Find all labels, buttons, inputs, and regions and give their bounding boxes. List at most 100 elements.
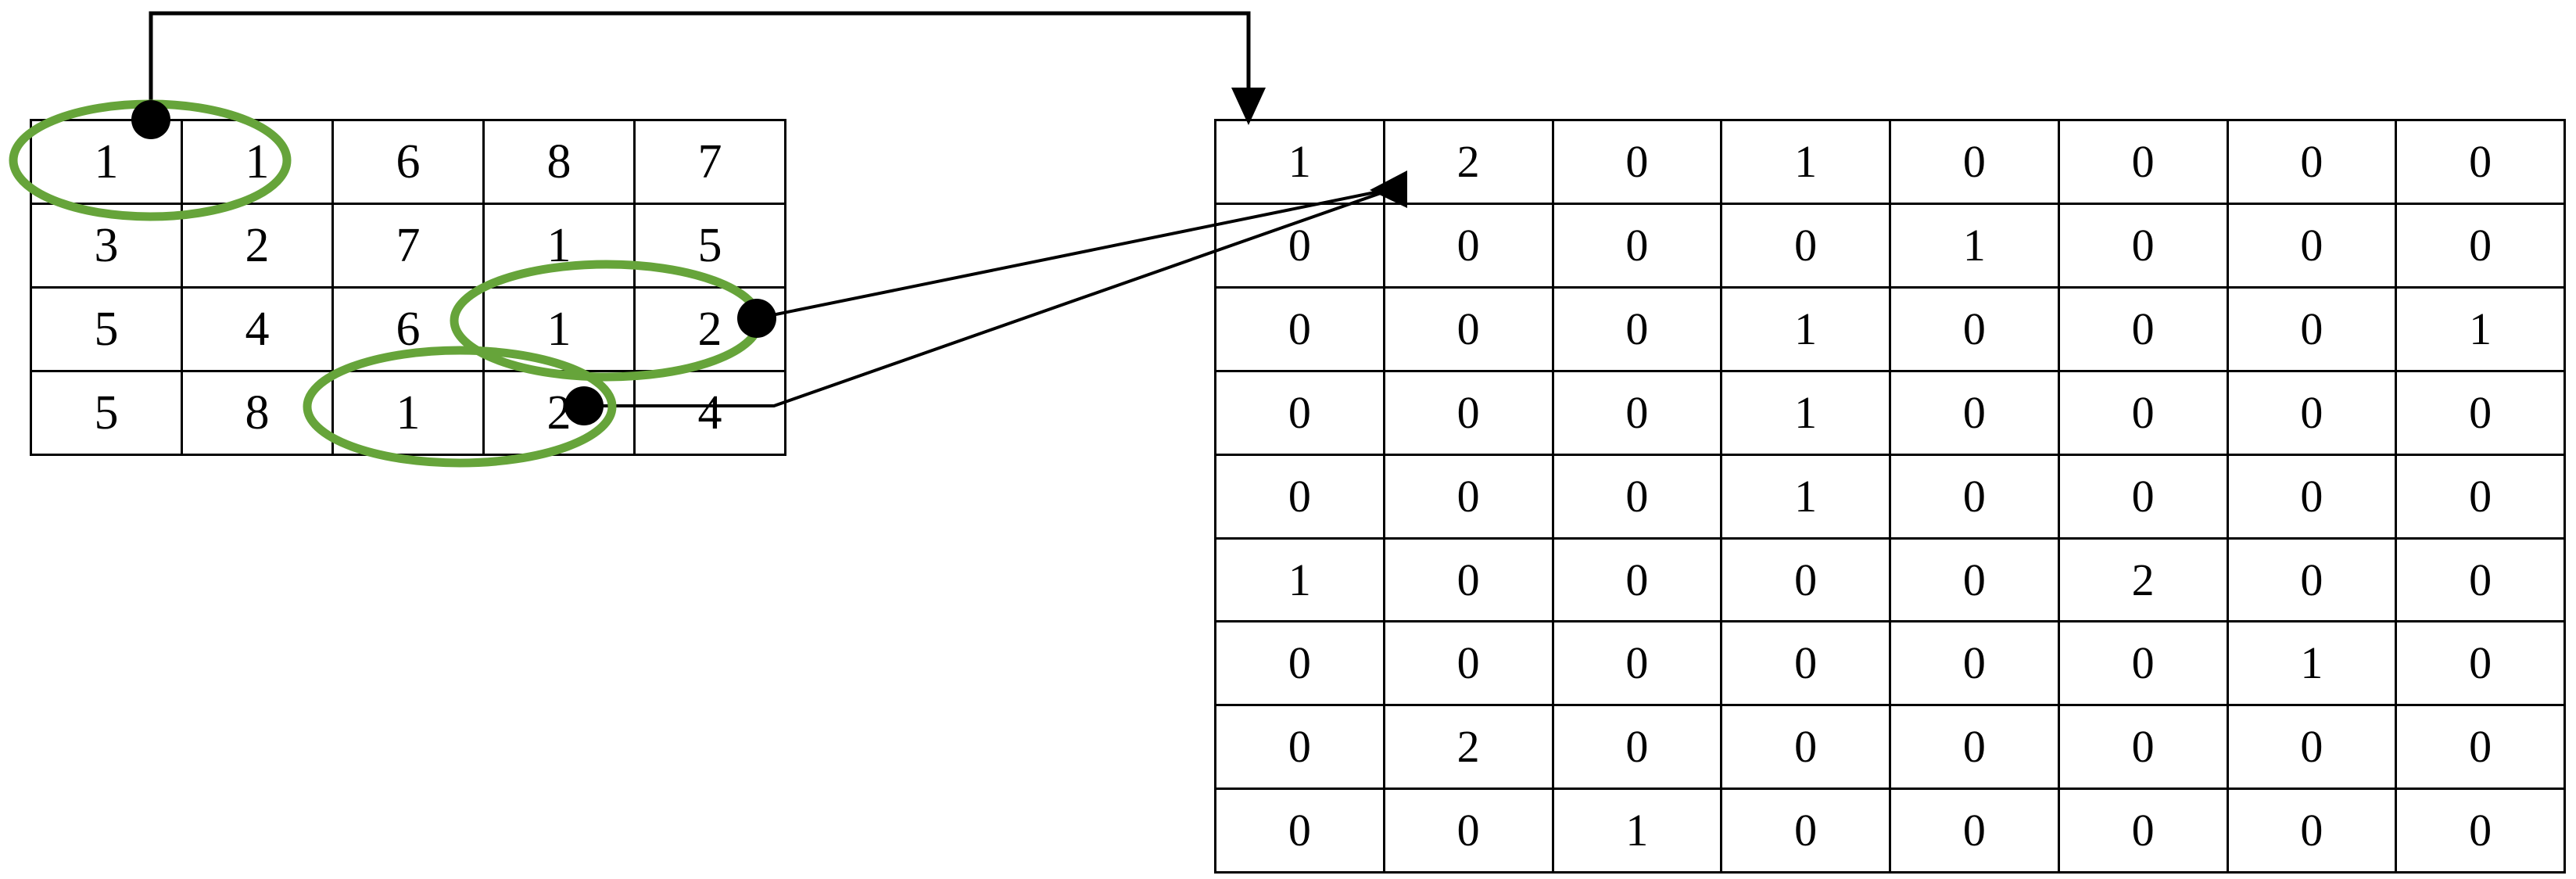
target-cell-r1c8: 0	[2395, 119, 2566, 205]
target-cell-r7c3: 0	[1551, 620, 1723, 707]
target-cell-r6c1: 1	[1214, 536, 1385, 623]
target-cell-r6c3: 0	[1551, 536, 1723, 623]
target-cell-r1c3: 0	[1551, 119, 1723, 205]
table-row: 0 0 0 1 0 0 0 0	[1214, 453, 2566, 540]
source-cell-r2c2: 2	[181, 203, 334, 289]
target-cell-r9c8: 0	[2395, 788, 2566, 874]
source-cell-r4c2: 8	[181, 370, 334, 456]
table-row: 1 0 0 0 0 2 0 0	[1214, 536, 2566, 623]
target-cell-r7c6: 0	[2057, 620, 2229, 707]
target-cell-r4c4: 1	[1720, 369, 1891, 456]
target-cell-r8c1: 0	[1214, 704, 1385, 791]
target-cell-r8c2: 2	[1382, 704, 1554, 791]
target-cell-r4c7: 0	[2226, 369, 2398, 456]
table-row: 0 0 1 0 0 0 0 0	[1214, 788, 2566, 874]
target-cell-r8c6: 0	[2057, 704, 2229, 791]
target-cell-r3c3: 0	[1551, 285, 1723, 372]
table-row: 0 0 0 0 0 0 1 0	[1214, 620, 2566, 707]
target-cell-r6c2: 0	[1382, 536, 1554, 623]
target-cell-r1c1: 1	[1214, 119, 1385, 205]
source-cell-r2c1: 3	[30, 203, 183, 289]
table-row: 0 0 0 1 0 0 0 0	[1214, 369, 2566, 456]
target-cell-r9c6: 0	[2057, 788, 2229, 874]
target-cell-r1c6: 0	[2057, 119, 2229, 205]
source-cell-r1c5: 7	[633, 119, 786, 205]
source-cell-r3c4: 1	[482, 286, 636, 372]
target-cell-r7c4: 0	[1720, 620, 1891, 707]
target-cell-r2c6: 0	[2057, 202, 2229, 289]
target-cell-r5c2: 0	[1382, 453, 1554, 540]
target-cell-r3c6: 0	[2057, 285, 2229, 372]
target-cell-r9c2: 0	[1382, 788, 1554, 874]
table-row: 3 2 7 1 5	[30, 203, 786, 289]
source-cell-r3c3: 6	[331, 286, 485, 372]
source-cell-r2c3: 7	[331, 203, 485, 289]
target-cell-r5c1: 0	[1214, 453, 1385, 540]
target-cell-r2c5: 1	[1889, 202, 2060, 289]
target-cell-r8c8: 0	[2395, 704, 2566, 791]
target-cell-r5c8: 0	[2395, 453, 2566, 540]
target-cell-r8c7: 0	[2226, 704, 2398, 791]
target-cell-r8c5: 0	[1889, 704, 2060, 791]
target-cell-r2c3: 0	[1551, 202, 1723, 289]
target-matrix-table: 1 2 0 1 0 0 0 0 0 0 0 0 1 0 0 0 0 0	[1214, 119, 2566, 874]
source-cell-r3c1: 5	[30, 286, 183, 372]
source-cell-r1c3: 6	[331, 119, 485, 205]
source-cell-r2c5: 5	[633, 203, 786, 289]
target-cell-r9c3: 1	[1551, 788, 1723, 874]
target-cell-r4c2: 0	[1382, 369, 1554, 456]
target-cell-r3c1: 0	[1214, 285, 1385, 372]
table-row: 0 2 0 0 0 0 0 0	[1214, 704, 2566, 791]
target-cell-r2c7: 0	[2226, 202, 2398, 289]
table-row: 0 0 0 1 0 0 0 1	[1214, 285, 2566, 372]
target-cell-r7c1: 0	[1214, 620, 1385, 707]
source-matrix-body: 1 1 6 8 7 3 2 7 1 5 5 4 6 1 2 5	[30, 119, 786, 456]
table-row: 0 0 0 0 1 0 0 0	[1214, 202, 2566, 289]
target-cell-r7c2: 0	[1382, 620, 1554, 707]
target-cell-r9c4: 0	[1720, 788, 1891, 874]
source-cell-r2c4: 1	[482, 203, 636, 289]
target-cell-r3c8: 1	[2395, 285, 2566, 372]
source-cell-r1c1: 1	[30, 119, 183, 205]
target-cell-r1c7: 0	[2226, 119, 2398, 205]
target-cell-r2c1: 0	[1214, 202, 1385, 289]
connector-row1-to-target	[149, 11, 1251, 120]
source-cell-r4c4: 2	[482, 370, 636, 456]
target-cell-r2c2: 0	[1382, 202, 1554, 289]
target-cell-r6c8: 0	[2395, 536, 2566, 623]
target-matrix-body: 1 2 0 1 0 0 0 0 0 0 0 0 1 0 0 0 0 0	[1214, 119, 2566, 874]
target-cell-r9c7: 0	[2226, 788, 2398, 874]
target-cell-r2c4: 0	[1720, 202, 1891, 289]
target-cell-r6c5: 0	[1889, 536, 2060, 623]
target-cell-r7c7: 1	[2226, 620, 2398, 707]
target-cell-r1c2: 2	[1382, 119, 1554, 205]
source-cell-r1c2: 1	[181, 119, 334, 205]
target-cell-r5c5: 0	[1889, 453, 2060, 540]
target-cell-r9c1: 0	[1214, 788, 1385, 874]
target-cell-r6c4: 0	[1720, 536, 1891, 623]
table-row: 1 2 0 1 0 0 0 0	[1214, 119, 2566, 205]
source-cell-r3c2: 4	[181, 286, 334, 372]
target-cell-r3c4: 1	[1720, 285, 1891, 372]
target-cell-r3c2: 0	[1382, 285, 1554, 372]
target-cell-r7c8: 0	[2395, 620, 2566, 707]
target-cell-r6c6: 2	[2057, 536, 2229, 623]
target-cell-r5c4: 1	[1720, 453, 1891, 540]
target-cell-r4c6: 0	[2057, 369, 2229, 456]
target-cell-r1c4: 1	[1720, 119, 1891, 205]
target-cell-r1c5: 0	[1889, 119, 2060, 205]
source-matrix-table: 1 1 6 8 7 3 2 7 1 5 5 4 6 1 2 5	[30, 119, 786, 456]
table-row: 5 8 1 2 4	[30, 370, 786, 456]
target-cell-r4c3: 0	[1551, 369, 1723, 456]
target-cell-r6c7: 0	[2226, 536, 2398, 623]
target-cell-r5c7: 0	[2226, 453, 2398, 540]
target-cell-r3c7: 0	[2226, 285, 2398, 372]
target-cell-r7c5: 0	[1889, 620, 2060, 707]
target-cell-r5c6: 0	[2057, 453, 2229, 540]
table-row: 1 1 6 8 7	[30, 119, 786, 205]
target-cell-r5c3: 0	[1551, 453, 1723, 540]
source-cell-r3c5: 2	[633, 286, 786, 372]
target-cell-r2c8: 0	[2395, 202, 2566, 289]
source-cell-r4c5: 4	[633, 370, 786, 456]
